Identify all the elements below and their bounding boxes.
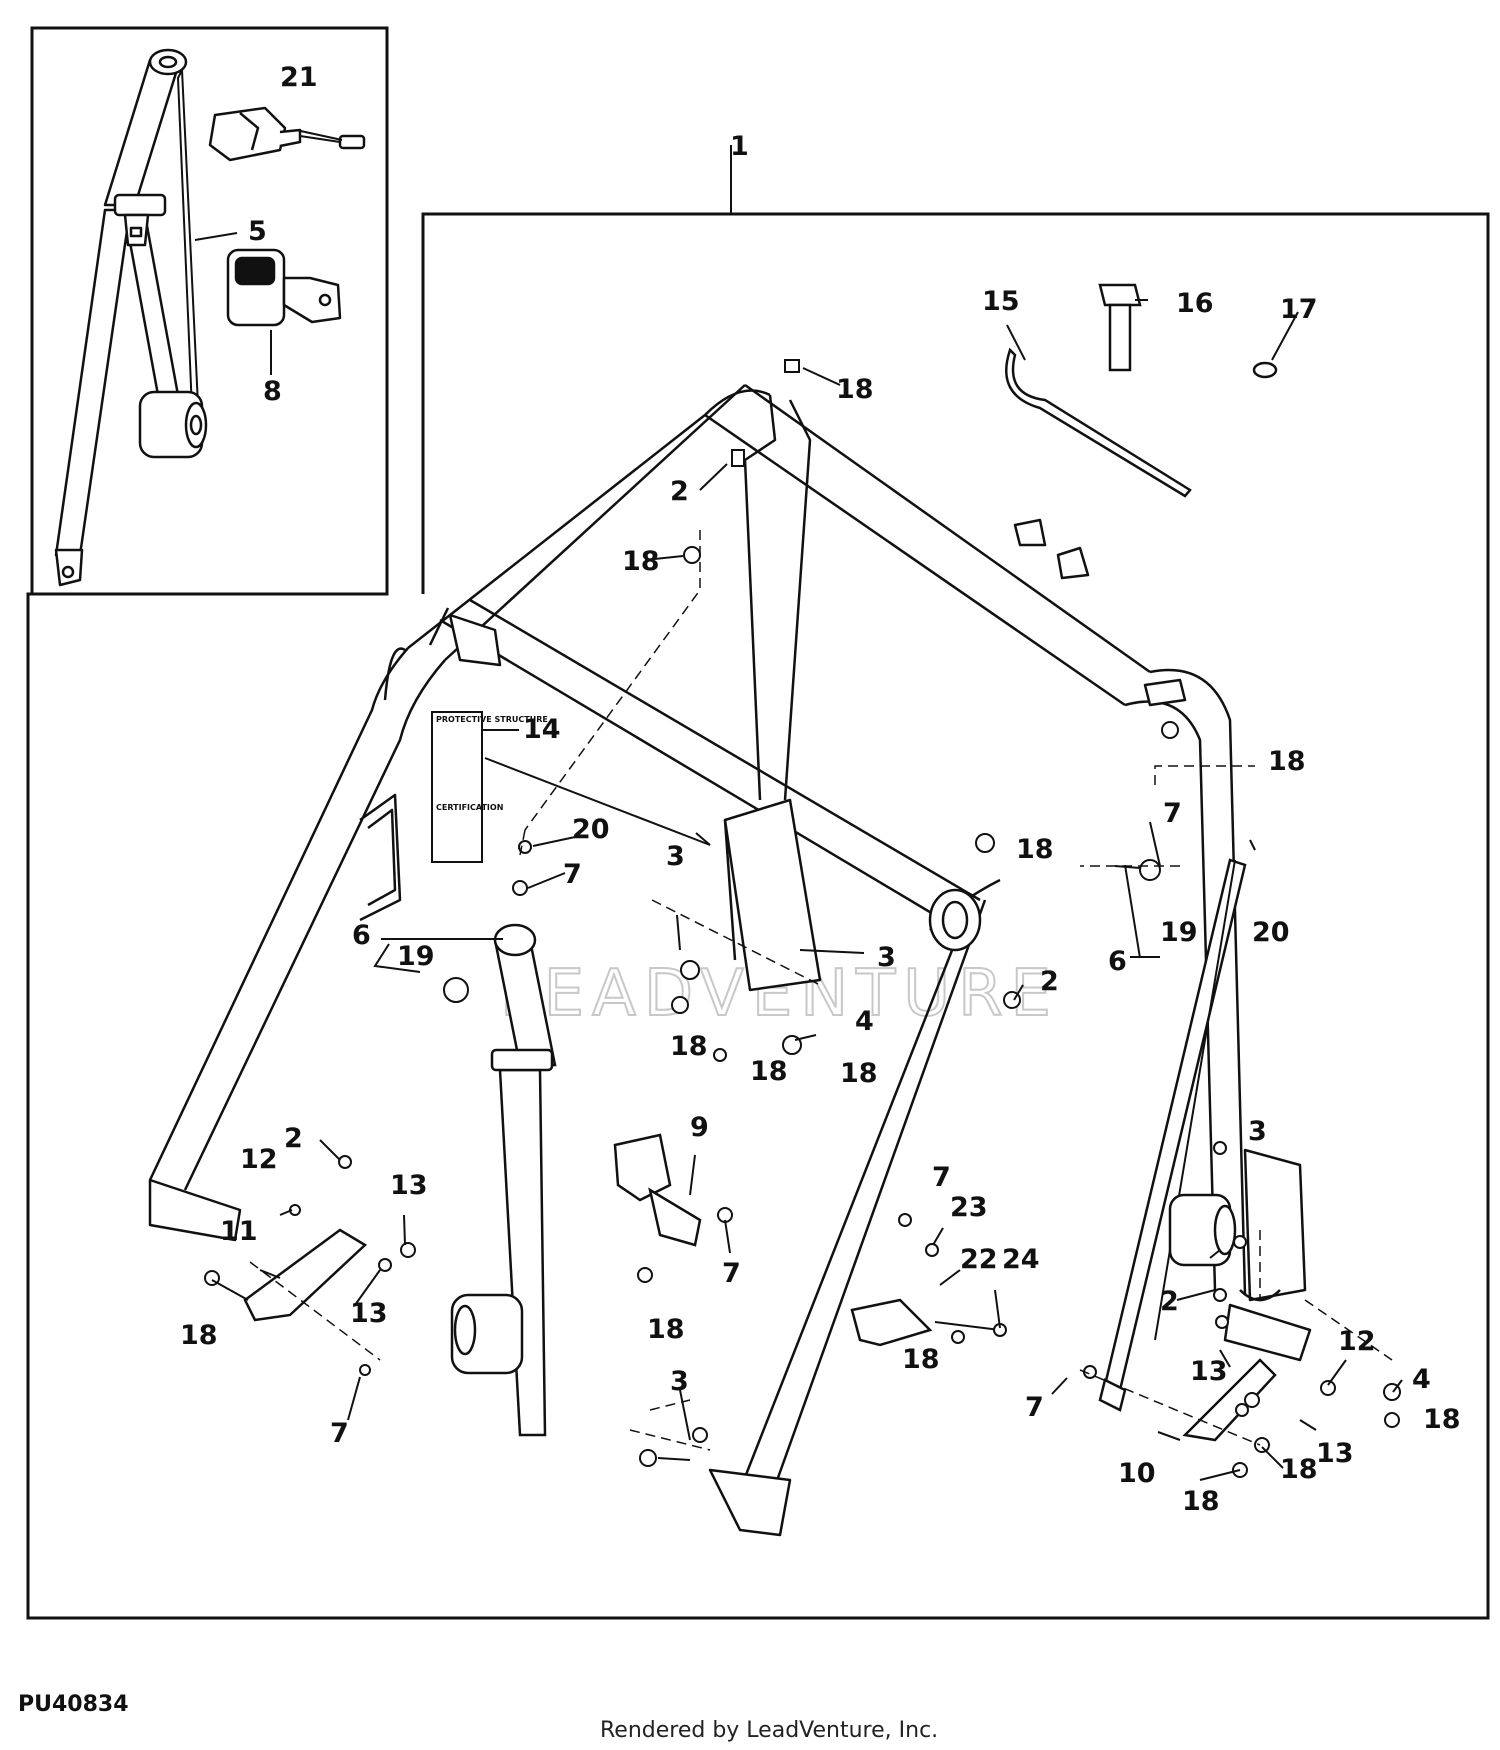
- callout-13-right-bottom: 13: [1316, 1438, 1354, 1469]
- callout-2-bottom-right: 2: [1160, 1286, 1179, 1317]
- callout-7-bottom-left: 7: [330, 1418, 349, 1449]
- callout-5: 5: [248, 216, 267, 247]
- callout-18-center-a: 18: [670, 1031, 708, 1062]
- callout-15: 15: [982, 286, 1020, 317]
- callout-18-center-c: 18: [840, 1058, 878, 1089]
- callout-1: 1: [730, 131, 749, 162]
- callout-6-right: 6: [1108, 946, 1127, 977]
- callout-7-left: 7: [563, 859, 582, 890]
- callout-18-bottom-right: 18: [1423, 1404, 1461, 1435]
- callout-4-right: 4: [1412, 1364, 1431, 1395]
- inset-seat-belt: [54, 48, 366, 587]
- callout-7-right: 7: [1163, 798, 1182, 829]
- diagram-id: PU40834: [18, 1692, 129, 1717]
- callout-20-right: 20: [1252, 917, 1290, 948]
- callout-22: 22: [960, 1244, 998, 1275]
- credit-text: Rendered by LeadVenture, Inc.: [600, 1718, 939, 1743]
- callout-18-bracket10: 18: [1280, 1454, 1318, 1485]
- callout-18-top: 18: [836, 374, 874, 405]
- callout-16: 16: [1176, 288, 1214, 319]
- callout-7-buckle: 7: [932, 1162, 951, 1193]
- callout-12-left: 12: [240, 1144, 278, 1175]
- callout-12-right: 12: [1338, 1326, 1376, 1357]
- seat-belt-right: [1098, 858, 1247, 1412]
- callout-13-left-top: 13: [390, 1170, 428, 1201]
- fasteners: [204, 359, 1401, 1478]
- protective-structure-decal: PROTECTIVE STRUCTURE CERTIFICATION: [431, 711, 548, 863]
- callout-23: 23: [950, 1192, 988, 1223]
- callout-18-mid: 18: [1016, 834, 1054, 865]
- buckle-9: [613, 1133, 702, 1247]
- callout-21: 21: [280, 62, 318, 93]
- callout-3-center: 3: [666, 841, 685, 872]
- callout-2-top: 2: [670, 476, 689, 507]
- brackets: [243, 1228, 1277, 1442]
- callout-13-right-top: 13: [1190, 1356, 1228, 1387]
- callout-10: 10: [1118, 1458, 1156, 1489]
- svg-text:CERTIFICATION: CERTIFICATION: [436, 803, 503, 812]
- callouts: 1 21 5 8 15 16 17 18 2 18 14 18 7 20 7 3…: [180, 62, 1461, 1517]
- callout-18-buckle9: 18: [647, 1314, 685, 1345]
- callout-4-center: 4: [855, 1006, 874, 1037]
- leader-lines: [194, 129, 1403, 1481]
- seat-belt-center: [450, 923, 557, 1437]
- callout-19-right: 19: [1160, 917, 1198, 948]
- dashed-lines: [249, 530, 1393, 1451]
- callout-11: 11: [220, 1216, 258, 1247]
- callout-6-left: 6: [352, 920, 371, 951]
- callout-3-right: 3: [877, 942, 896, 973]
- callout-20-left: 20: [572, 814, 610, 845]
- callout-18-upper: 18: [622, 546, 660, 577]
- callout-18-buckle22: 18: [902, 1344, 940, 1375]
- callout-7-bottom-right: 7: [1025, 1392, 1044, 1423]
- callout-2-left: 2: [284, 1123, 303, 1154]
- callout-2-right: 2: [1040, 966, 1059, 997]
- callout-17: 17: [1280, 294, 1318, 325]
- callout-19-left: 19: [397, 941, 435, 972]
- rops-frame: [148, 383, 1312, 1537]
- callout-3-bottom: 3: [670, 1366, 689, 1397]
- hardware-top: [1005, 283, 1278, 498]
- callout-18-right: 18: [1268, 746, 1306, 777]
- callout-14: 14: [523, 714, 561, 745]
- callout-24: 24: [1002, 1244, 1040, 1275]
- callout-7-center: 7: [722, 1258, 741, 1289]
- buckle-22: [850, 1298, 1001, 1347]
- callout-8: 8: [263, 376, 282, 407]
- callout-18-left: 18: [180, 1320, 218, 1351]
- diagram-frames: [26, 26, 1490, 1620]
- callout-18-center-b: 18: [750, 1056, 788, 1087]
- callout-9: 9: [690, 1112, 709, 1143]
- callout-3-bottom-right: 3: [1248, 1116, 1267, 1147]
- callout-13-left-bottom: 13: [350, 1298, 388, 1329]
- callout-18-bottom: 18: [1182, 1486, 1220, 1517]
- main-frame: [26, 212, 1490, 1620]
- svg-text:PROTECTIVE STRUCTURE: PROTECTIVE STRUCTURE: [436, 715, 548, 724]
